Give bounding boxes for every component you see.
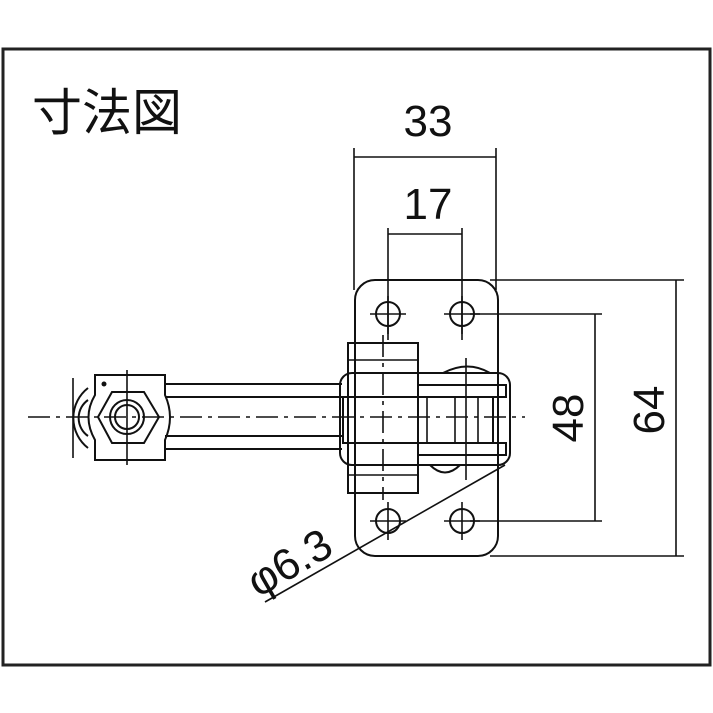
- handle-arm: [28, 383, 525, 450]
- dimension-17: 17: [387, 180, 463, 340]
- dim-label-48: 48: [544, 394, 593, 443]
- dim-label-64: 64: [625, 386, 674, 435]
- dim-label-33: 33: [404, 97, 453, 146]
- dimension-64: 64: [490, 279, 684, 557]
- dim-label-17: 17: [404, 180, 453, 229]
- drawing-title: 寸法図: [32, 85, 182, 141]
- drawing-frame: [1, 47, 712, 667]
- dimension-33: 33: [353, 97, 497, 290]
- mounting-holes: [370, 296, 480, 540]
- dim-label-hole-diameter: φ6.3: [239, 519, 341, 606]
- dimension-hole-diameter: φ6.3: [239, 464, 506, 607]
- spindle-head: [72, 370, 171, 465]
- base-plate: [354, 279, 499, 557]
- dimension-48: 48: [470, 313, 602, 522]
